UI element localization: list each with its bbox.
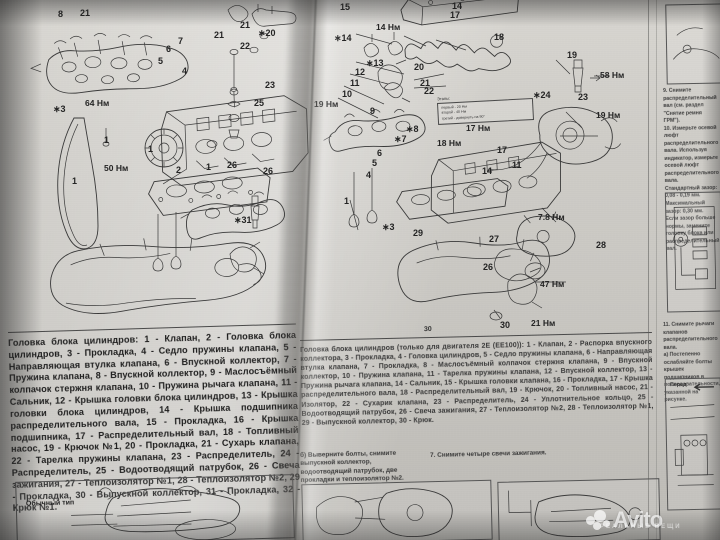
callout-number: 11: [350, 78, 360, 88]
bottom-mid-figure-svg: [316, 488, 453, 538]
torque-label: 21 Нм: [531, 318, 556, 328]
callout-number: ∗8: [406, 124, 419, 134]
callout-number: 7: [178, 36, 184, 46]
torque-label: 64 Нм: [85, 98, 110, 108]
callout-number: 12: [355, 67, 366, 77]
right-figure-bottom: [664, 377, 720, 511]
right-figure-top: [665, 3, 720, 85]
callout-number: 21: [214, 30, 225, 40]
bottom-mid-figure: [301, 479, 493, 540]
callout-number: 30: [500, 320, 511, 330]
callout-number: 19: [567, 50, 578, 60]
torque-label: 19 Нм: [596, 110, 621, 120]
callout-number: 2: [176, 165, 182, 175]
callout-number: 26: [483, 262, 494, 272]
avito-watermark-subtext: РЕАЛЬНЫЕ ВЕЩИ: [600, 524, 682, 530]
callout-number: 20: [414, 62, 425, 72]
avito-wordmark: Avito: [613, 507, 663, 532]
callout-number: ∗31: [234, 215, 252, 225]
callout-number: 15: [340, 2, 350, 12]
callout-number: ∗7: [394, 134, 407, 144]
callout-number: 28: [596, 240, 607, 250]
torque-label: 47 Нм: [540, 279, 565, 289]
callout-number: 17: [497, 145, 508, 155]
callout-number: ∗13: [366, 58, 384, 68]
callout-number: 22: [240, 41, 251, 51]
callout-number: 22: [424, 86, 435, 96]
torque-label: 17 Нм: [466, 123, 491, 133]
callout-number: 11: [512, 160, 522, 170]
callout-number: ∗3: [53, 104, 66, 114]
callout-number: 5: [158, 56, 164, 66]
callout-number: 17: [450, 10, 460, 20]
column-rule: [648, 0, 649, 540]
avito-watermark: Avito: [586, 500, 718, 540]
right-figure-middle-svg: [673, 206, 717, 290]
right-figure-label: Перед: [669, 381, 687, 389]
callout-number: ∗24: [533, 90, 551, 100]
callout-number: 1: [206, 162, 212, 172]
torque-label: 18 Нм: [437, 138, 462, 148]
callout-number: 4: [366, 170, 372, 180]
callout-number: 1: [104, 135, 110, 145]
callout-number: 10: [342, 89, 353, 99]
callout-number: 25: [254, 98, 265, 108]
callout-number: 14: [452, 1, 462, 11]
torque-stage-title: Этапы:: [436, 95, 451, 102]
avito-bubbles-icon: [586, 510, 612, 530]
callout-number: 26: [227, 160, 238, 170]
callout-number: 29: [413, 228, 424, 238]
callout-number: ∗20: [258, 28, 276, 38]
callout-number: 1: [72, 176, 78, 186]
right-figure-bottom-svg: [670, 404, 715, 486]
front-arrow-icon: [693, 383, 714, 391]
torque-label: 58 Нм: [600, 70, 625, 80]
left-edge-shadow: [0, 0, 42, 540]
callout-number: ∗3: [382, 222, 395, 232]
callout-number: 23: [265, 80, 276, 90]
callout-number: 18: [494, 32, 505, 42]
callout-number: 21: [420, 78, 431, 88]
right-figure-top-svg: [673, 27, 720, 60]
callout-number: 26: [263, 166, 274, 176]
torque-label: 14 Нм: [376, 22, 401, 32]
callout-number: 4: [182, 66, 188, 76]
callout-number: 6: [166, 44, 172, 54]
torque-label: 50 Нм: [104, 163, 129, 173]
column-rule-2: [656, 0, 657, 540]
callout-number: 6: [377, 148, 383, 158]
callout-number: 27: [489, 234, 500, 244]
top-edge-shadow: [0, 0, 720, 26]
right-edge-shadow: [702, 0, 720, 540]
callout-number: 21: [240, 20, 250, 30]
callout-number: 14: [482, 166, 493, 176]
callout-number: 1: [148, 144, 154, 154]
callout-number: 21: [80, 8, 90, 18]
callout-number: 8: [58, 9, 63, 19]
right-figure-caption: Головка блока цилиндров (только для двиг…: [300, 339, 654, 427]
torque-label: 7.8 Нм: [538, 212, 565, 222]
callout-number: 23: [578, 92, 589, 102]
callout-number: 5: [372, 158, 378, 168]
callout-number: 1: [344, 196, 350, 206]
page-number: 30: [423, 325, 432, 334]
right-figure-middle: [664, 191, 720, 313]
callout-number: 9: [370, 106, 376, 116]
